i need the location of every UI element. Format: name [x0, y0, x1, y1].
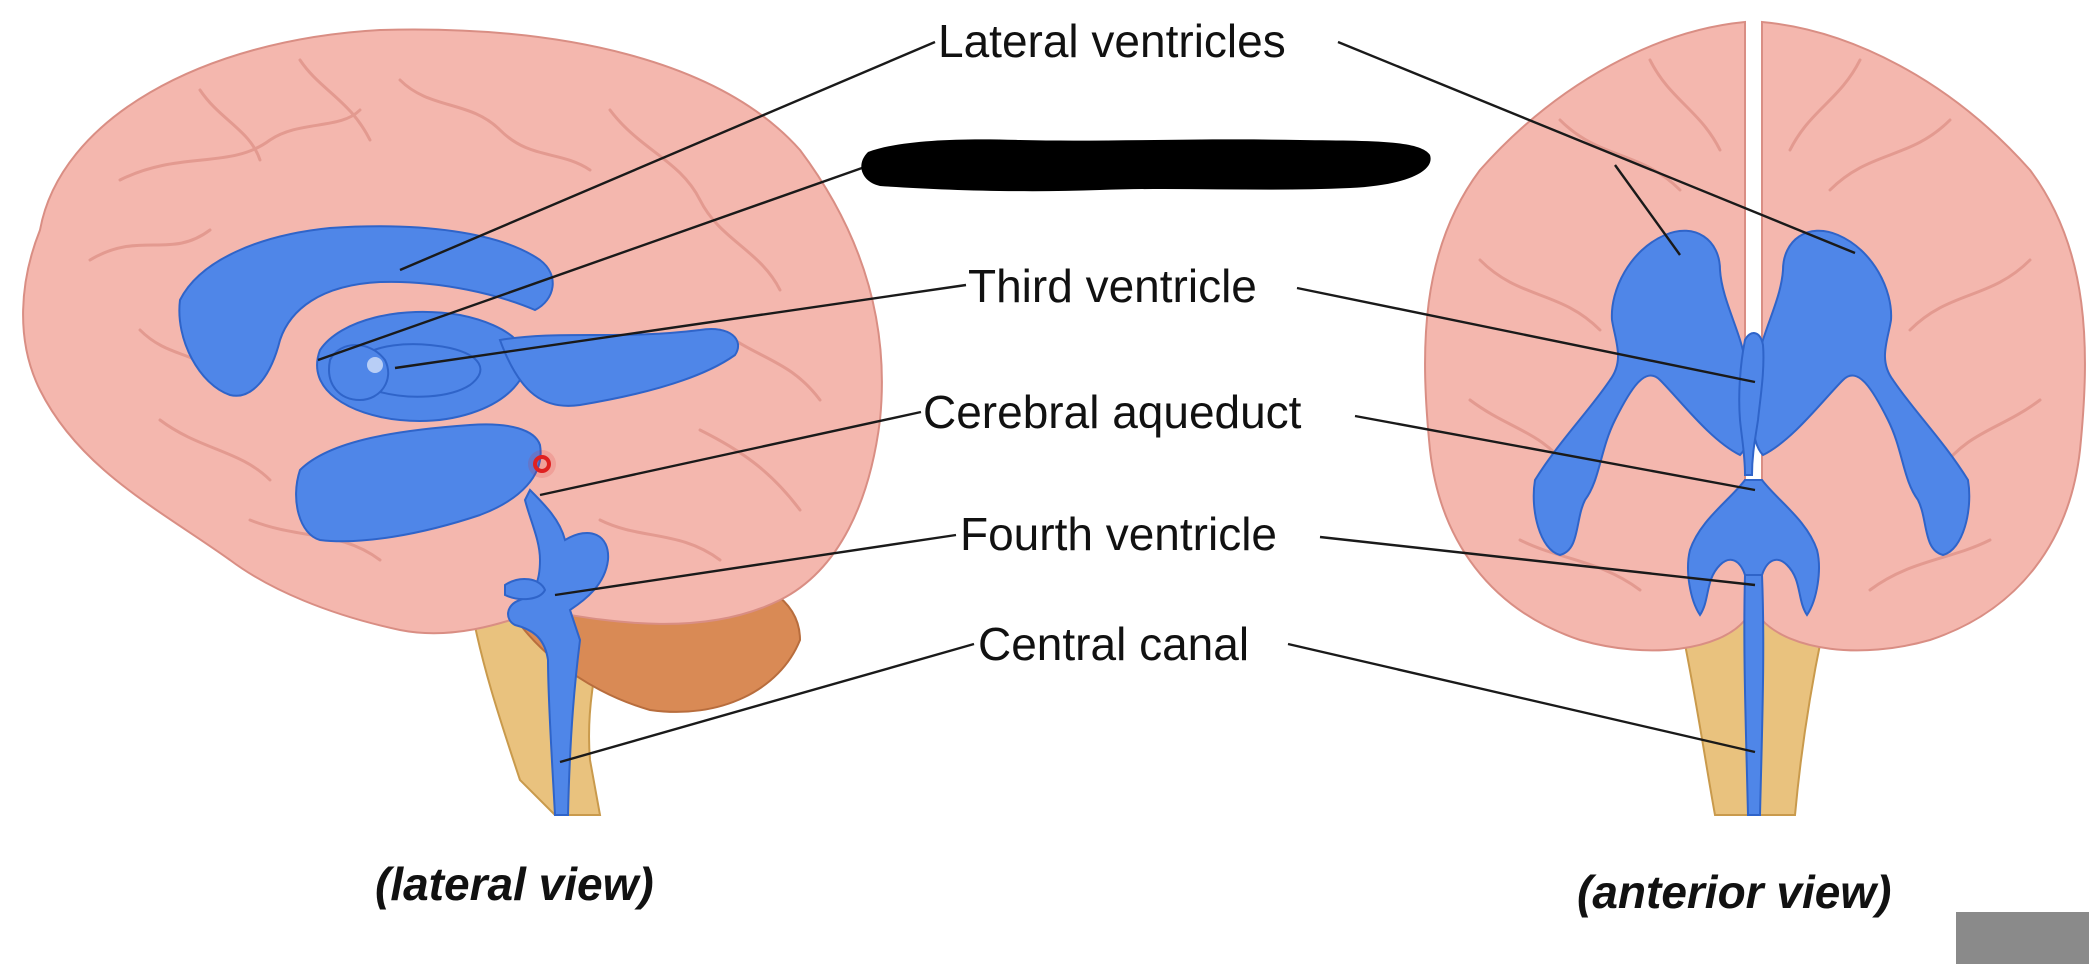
leader-fourth-ventricle-left	[554, 533, 957, 597]
leader-central-canal-left	[559, 642, 975, 764]
anterior-view-ventricles	[1532, 229, 1971, 816]
label-fourth-ventricle: Fourth ventricle	[960, 508, 1277, 560]
caption-anterior-view: (anterior view)	[1577, 866, 1891, 918]
leader-third-ventricle-right	[1296, 286, 1756, 384]
corner-gray-block	[1956, 912, 2089, 964]
leader-third-ventricle-left	[394, 283, 967, 370]
leader-cerebral-aqueduct-right	[1354, 414, 1756, 492]
redaction-mark	[861, 139, 1431, 192]
lateral-ventricle-posterior-horn	[498, 328, 740, 407]
anterior-third-ventricle	[1738, 332, 1765, 476]
label-central-canal: Central canal	[978, 618, 1249, 670]
leader-central-canal-right	[1287, 642, 1756, 754]
leader-fourth-ventricle-right	[1319, 535, 1756, 587]
lateral-ventricle-shape	[178, 225, 554, 397]
leader-cerebral-aqueduct-left	[539, 410, 922, 497]
caption-lateral-view: (lateral view)	[375, 858, 654, 910]
lateral-view-brain	[22, 28, 883, 816]
lateral-view-ventricles	[178, 225, 740, 816]
label-third-ventricle: Third ventricle	[968, 260, 1257, 312]
lateral-ventricle-inferior-horn	[295, 423, 542, 543]
leader-redacted-left	[317, 166, 863, 362]
label-cerebral-aqueduct: Cerebral aqueduct	[923, 386, 1302, 438]
anterior-view-brain	[1424, 20, 2086, 816]
red-marker-icon	[533, 455, 551, 473]
label-lateral-ventricles: Lateral ventricles	[938, 15, 1286, 67]
leader-lateral-ventricles-right-b	[1614, 164, 1681, 256]
anterior-central-canal	[1743, 574, 1765, 816]
anterior-left-hemisphere	[1424, 20, 1746, 652]
leader-lines	[317, 40, 1856, 764]
leader-lateral-ventricles-right	[1337, 40, 1856, 255]
leader-lateral-ventricles-left	[399, 40, 936, 272]
